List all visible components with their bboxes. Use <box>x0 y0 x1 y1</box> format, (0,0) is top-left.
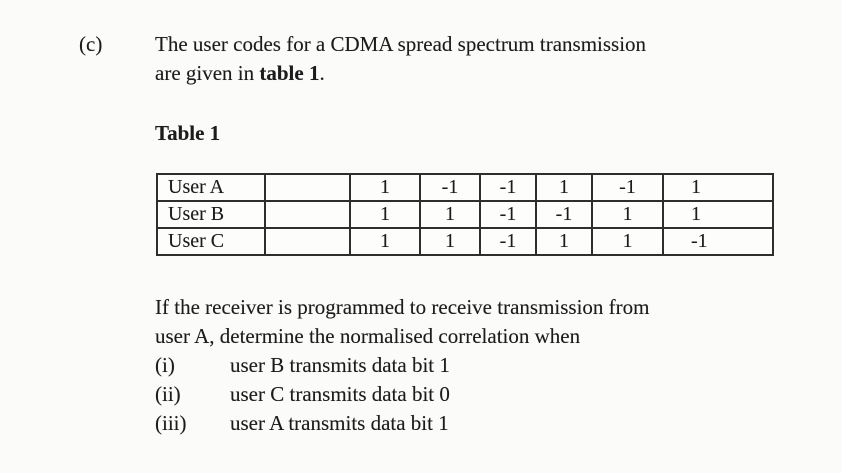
cell-a-5: -1 <box>591 173 664 202</box>
followup-line-2: user A, determine the normalised correla… <box>155 324 581 348</box>
table-row-user-a: User A 1 -1 -1 1 -1 1 <box>156 173 774 202</box>
subquestion-i-text: user B transmits data bit 1 <box>230 353 450 377</box>
subquestion-iii: (iii) user A transmits data bit 1 <box>155 409 765 438</box>
cell-c-2: 1 <box>419 227 481 256</box>
table-row-user-c: User C 1 1 -1 1 1 -1 <box>156 227 774 256</box>
cell-a-2: -1 <box>419 173 481 202</box>
row-label-user-b: User B <box>156 200 266 229</box>
table-row-user-b: User B 1 1 -1 -1 1 1 <box>156 200 774 229</box>
subquestion-ii-numeral: (ii) <box>155 382 181 406</box>
cell-b-3: -1 <box>479 200 537 229</box>
subquestion-i: (i) user B transmits data bit 1 <box>155 351 765 380</box>
cell-b-1: 1 <box>349 200 421 229</box>
subquestion-list: (i) user B transmits data bit 1 (ii) use… <box>155 351 765 438</box>
subquestion-ii-text: user C transmits data bit 0 <box>230 382 450 406</box>
intro-line-2-suffix: . <box>319 61 325 85</box>
cell-b-5: 1 <box>591 200 664 229</box>
intro-line-1: The user codes for a CDMA spread spectru… <box>155 32 647 56</box>
cell-c-3: -1 <box>479 227 537 256</box>
user-codes-table: User A 1 -1 -1 1 -1 1 User B 1 1 -1 -1 1… <box>156 173 774 256</box>
cell-a-blank <box>264 173 351 202</box>
cell-a-6: 1 <box>662 173 774 202</box>
question-intro-paragraph: The user codes for a CDMA spread spectru… <box>155 30 755 88</box>
row-label-user-c: User C <box>156 227 266 256</box>
cell-c-1: 1 <box>349 227 421 256</box>
subquestion-iii-numeral: (iii) <box>155 411 187 435</box>
table-title: Table 1 <box>155 121 221 145</box>
cell-a-4: 1 <box>535 173 593 202</box>
cell-a-1: 1 <box>349 173 421 202</box>
followup-paragraph: If the receiver is programmed to receive… <box>155 293 765 351</box>
subquestion-ii: (ii) user C transmits data bit 0 <box>155 380 765 409</box>
cell-c-blank <box>264 227 351 256</box>
row-label-user-a: User A <box>156 173 266 202</box>
subquestion-i-numeral: (i) <box>155 353 175 377</box>
intro-line-2-bold-ref: table 1 <box>259 61 320 85</box>
cell-b-6: 1 <box>662 200 774 229</box>
cell-b-2: 1 <box>419 200 481 229</box>
cell-a-3: -1 <box>479 173 537 202</box>
intro-line-2-prefix: are given in <box>155 61 260 85</box>
subquestion-iii-text: user A transmits data bit 1 <box>230 411 449 435</box>
question-part-label: (c) <box>79 32 103 56</box>
cell-b-4: -1 <box>535 200 593 229</box>
cell-c-5: 1 <box>591 227 664 256</box>
followup-line-1: If the receiver is programmed to receive… <box>155 295 650 319</box>
cell-c-6: -1 <box>662 227 774 256</box>
cell-c-4: 1 <box>535 227 593 256</box>
cell-b-blank <box>264 200 351 229</box>
